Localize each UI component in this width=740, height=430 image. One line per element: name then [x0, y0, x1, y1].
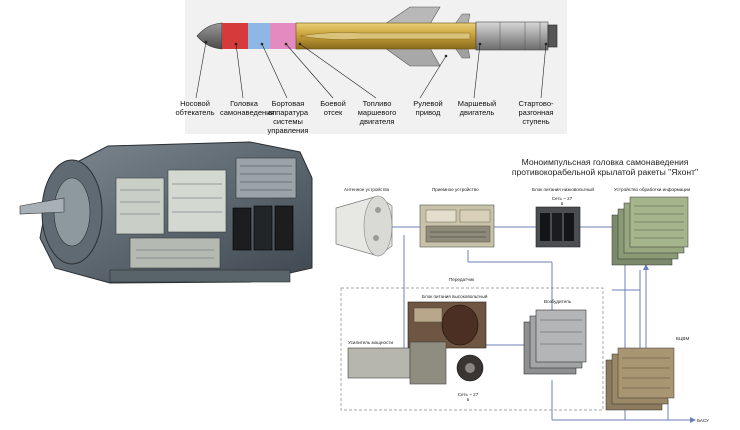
transmitter-group — [340, 287, 604, 411]
label-fuel: Топливо маршевого двигателя — [357, 99, 397, 126]
label-control-system: Бортовая аппаратура системы управления — [267, 99, 309, 135]
label-sustainer: Маршевый двигатель — [457, 99, 497, 117]
air-duct — [299, 32, 471, 40]
label-antenna: Антенное устройство — [344, 187, 390, 192]
label-rudder-drive: Рулевой привод — [413, 99, 443, 117]
booster — [475, 21, 549, 51]
label-transmitter: Передатчик — [449, 277, 475, 282]
label-warhead: Боевой отсек — [320, 99, 346, 117]
low-voltage-power-block — [535, 206, 581, 248]
receiver-block — [419, 204, 495, 248]
label-processing-unit: Устройство обработки информации — [614, 187, 691, 192]
processing-unit — [611, 196, 689, 266]
power-amplifier-block — [347, 341, 484, 385]
label-high-voltage-supply: Сеть ~ 27 в — [457, 392, 479, 403]
label-exciter: Возбудитель — [544, 299, 572, 304]
bcvm-block — [605, 347, 675, 411]
label-high-voltage-power: Блок питания высоковольтный — [422, 294, 488, 299]
exciter-block — [523, 309, 587, 375]
label-low-voltage-supply: Сеть ~ 27 в — [551, 196, 573, 207]
seeker-pink — [270, 23, 296, 49]
label-booster: Стартово-разгонная ступень — [518, 99, 554, 126]
label-basu: БАСУ — [697, 418, 709, 423]
label-bcvm: БЦВМ — [676, 336, 690, 341]
high-voltage-power-block — [407, 301, 487, 349]
label-nose-fairing: Носовой обтекатель — [175, 99, 215, 117]
label-seeker: Головка самонаведения — [220, 99, 275, 117]
label-amplifier: Усилитель мощности — [348, 340, 394, 345]
label-receiver: Приемное устройство — [432, 187, 479, 192]
seeker-blue — [248, 23, 270, 49]
nozzle — [547, 24, 558, 48]
label-low-voltage-power: Блок питания низковольтный — [532, 187, 594, 192]
diagram-title: Моноимпульсная головка самонаведения про… — [511, 157, 699, 177]
